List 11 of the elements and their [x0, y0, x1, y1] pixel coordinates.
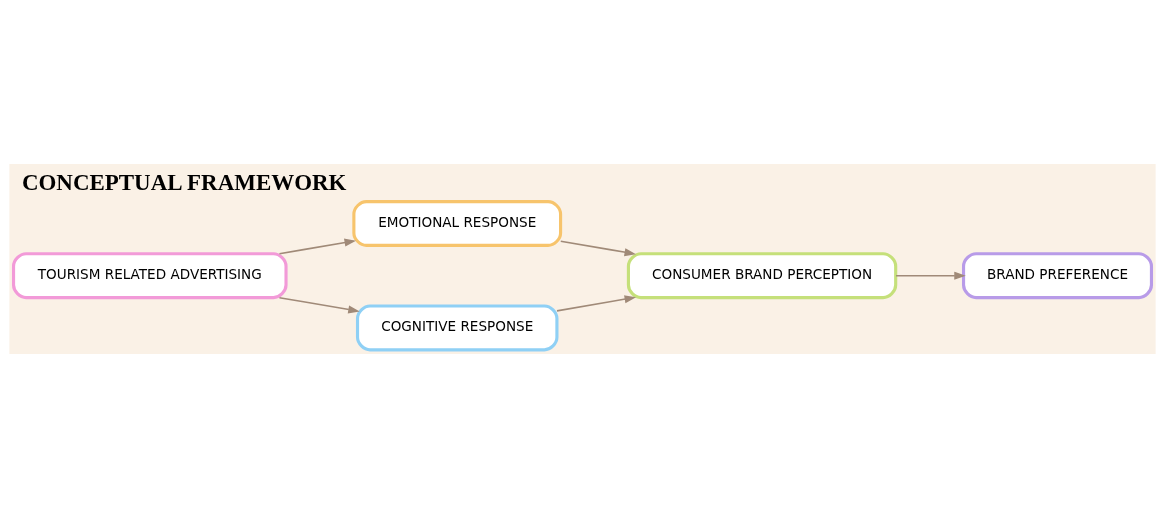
node-box: COGNITIVE RESPONSE: [355, 304, 559, 352]
arrow: [559, 240, 636, 257]
arrow: [556, 295, 637, 312]
arrow: [278, 238, 356, 255]
diagram-title: CONCEPTUAL FRAMEWORK: [21, 169, 347, 195]
arrow: [278, 296, 360, 314]
node-box: TOURISM RELATED ADVERTISING: [11, 252, 288, 300]
node-box: CONSUMER BRAND PERCEPTION: [626, 252, 898, 300]
arrow: [895, 271, 966, 280]
node-box: BRAND PREFERENCE: [961, 252, 1154, 300]
node-box: EMOTIONAL RESPONSE: [352, 200, 563, 247]
